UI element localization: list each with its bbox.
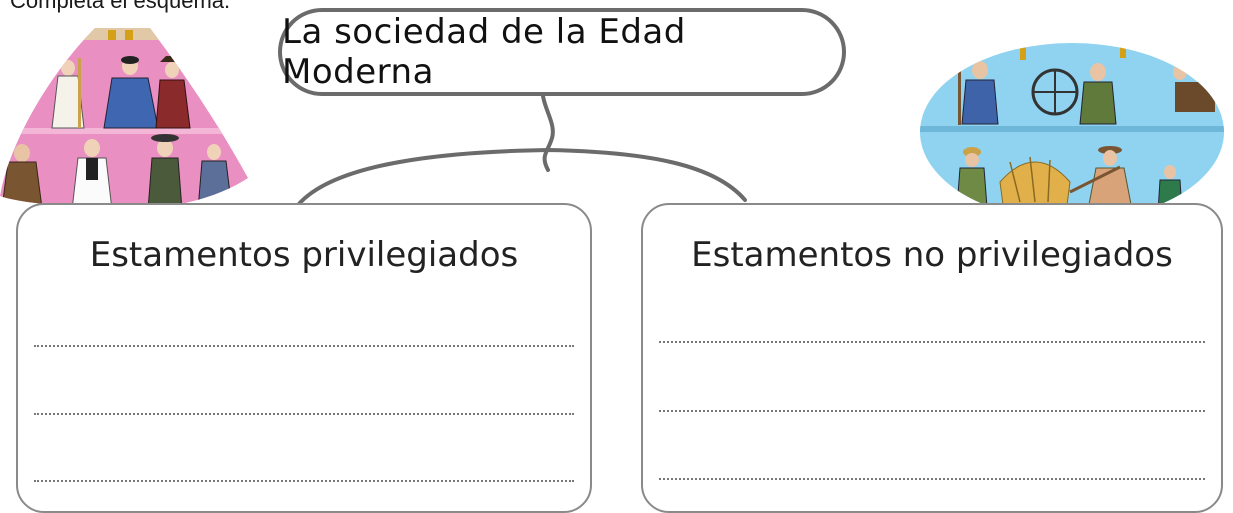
answer-line[interactable]	[34, 345, 574, 347]
answer-line[interactable]	[659, 478, 1205, 480]
instruction-text: Completa el esquema.	[10, 0, 231, 13]
answer-line[interactable]	[34, 413, 574, 415]
box-title-non-privileged: Estamentos no privilegiados	[691, 235, 1173, 275]
answer-line[interactable]	[659, 341, 1205, 343]
box-title-privileged: Estamentos privilegiados	[89, 235, 519, 275]
box-privileged-estates: Estamentos privilegiados	[16, 203, 592, 513]
society-pyramid-illustration	[0, 28, 248, 210]
answer-line[interactable]	[34, 480, 574, 482]
title-bubble: La sociedad de la Edad Moderna	[278, 8, 846, 96]
schema-title: La sociedad de la Edad Moderna	[282, 12, 686, 92]
box-non-privileged-estates: Estamentos no privilegiados	[641, 203, 1223, 513]
answer-line[interactable]	[659, 410, 1205, 412]
peasants-artisans-illustration	[920, 43, 1224, 221]
